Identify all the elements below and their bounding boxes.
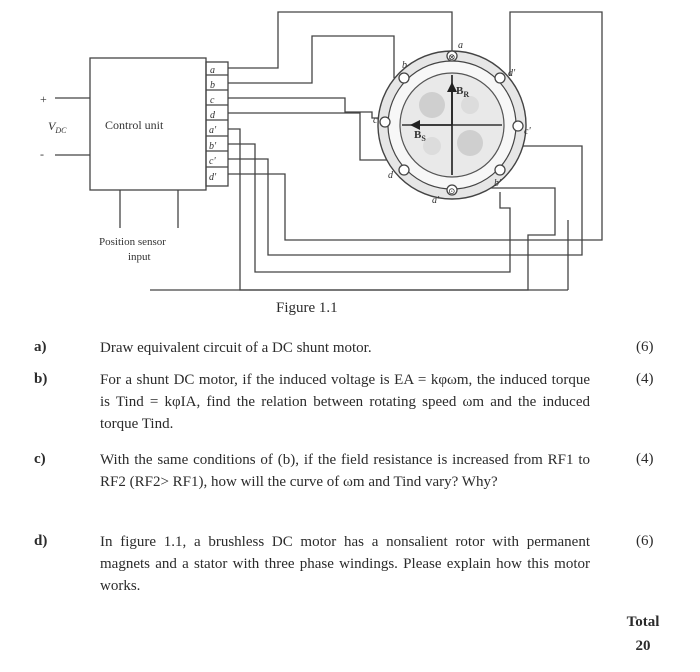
- terminal-b: b: [210, 80, 215, 91]
- position-sensor-label: Position sensor: [99, 236, 166, 248]
- terminal-d: d: [210, 110, 216, 121]
- total-value: 20: [635, 638, 651, 654]
- terminal-b-prime: b': [209, 141, 217, 152]
- question-d-marks: (6): [636, 533, 654, 549]
- vdc-plus-sign: +: [40, 92, 47, 106]
- bs-label: BS: [414, 129, 426, 143]
- coil-b-prime-terminal: [494, 164, 506, 176]
- wire-b-prime: [228, 143, 511, 273]
- motor-label-a: a: [458, 40, 463, 51]
- terminal-a-prime: a': [209, 125, 217, 136]
- wire-d-prime: [228, 11, 603, 241]
- wire-d: [228, 112, 397, 170]
- coil-d-terminal: [398, 164, 410, 176]
- vdc-minus-sign: -: [40, 147, 44, 161]
- question-c-text: With the same conditions of (b), if the …: [100, 452, 590, 490]
- svg-text:⊗: ⊗: [448, 52, 456, 62]
- motor-label-d-prime: d': [508, 68, 516, 79]
- motor-label-c: c: [373, 115, 378, 126]
- wire-c-prime: [228, 145, 583, 256]
- terminal-c: c: [210, 95, 215, 106]
- vdc-label: VDC: [48, 119, 67, 135]
- terminal-strip: [205, 61, 229, 187]
- question-d-letter: d): [34, 533, 48, 549]
- question-c-letter: c): [34, 451, 46, 467]
- motor-label-b: b: [402, 60, 407, 71]
- position-input-label: input: [128, 251, 151, 263]
- motor-label-c-prime: c': [524, 126, 531, 137]
- coil-c-prime-terminal: [512, 120, 524, 132]
- motor-label-a-prime: a': [432, 195, 440, 206]
- brushless-dc-motor-figure: ⊗ ⊙ + - VDC Control unit Position sensor…: [40, 11, 603, 291]
- question-b-marks: (4): [636, 371, 654, 387]
- question-a-text: Draw equivalent circuit of a DC shunt mo…: [100, 340, 372, 356]
- question-b-letter: b): [34, 371, 48, 387]
- wire-b: [228, 35, 395, 84]
- question-d-text: In figure 1.1, a brushless DC motor has …: [100, 534, 590, 594]
- total-label: Total: [626, 614, 660, 630]
- question-a-marks: (6): [636, 339, 654, 355]
- figure-caption: Figure 1.1: [276, 300, 338, 316]
- control-unit-label: Control unit: [105, 118, 164, 132]
- question-b-text: For a shunt DC motor, if the induced vol…: [100, 372, 590, 432]
- coil-c-terminal: [379, 116, 391, 128]
- terminal-d-prime: d': [209, 172, 217, 183]
- motor-label-b-prime: b': [494, 178, 502, 189]
- coil-b-terminal: [398, 72, 410, 84]
- coil-a-prime-terminal: [446, 184, 458, 196]
- terminal-a: a: [210, 65, 215, 76]
- wire-a: [228, 11, 453, 69]
- question-a-letter: a): [34, 339, 47, 355]
- question-c-marks: (4): [636, 451, 654, 467]
- motor-label-d: d: [388, 170, 394, 181]
- coil-a-terminal: [446, 50, 458, 62]
- svg-text:⊙: ⊙: [448, 186, 456, 196]
- wire-c: [228, 97, 385, 119]
- coil-d-prime-terminal: [494, 72, 506, 84]
- terminal-c-prime: c': [209, 156, 216, 167]
- br-label: BR: [456, 85, 469, 99]
